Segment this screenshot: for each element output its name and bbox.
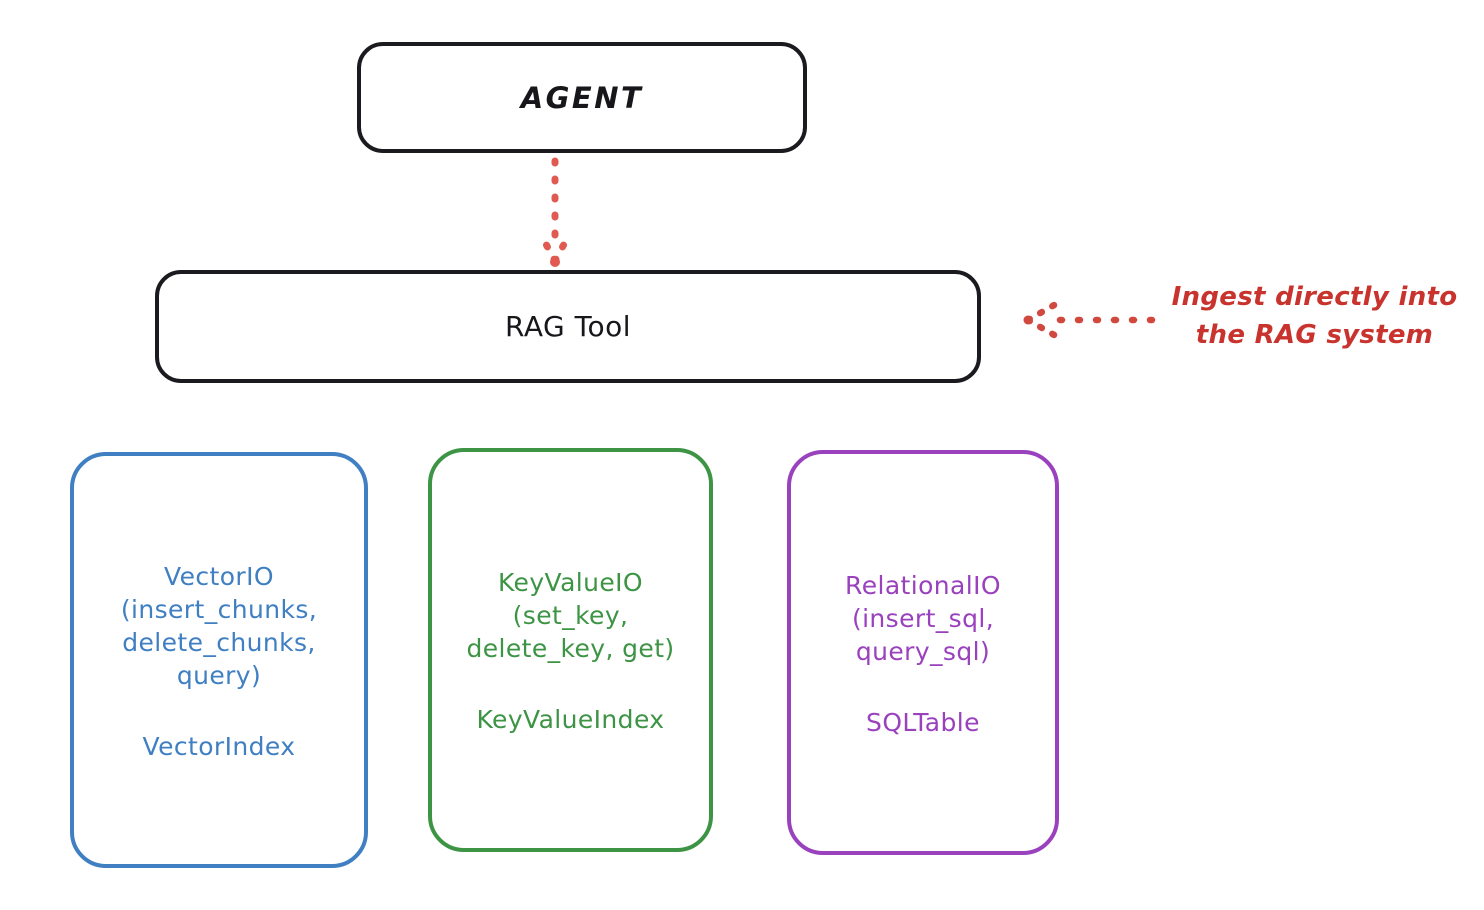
- ingest-annotation-line2: the RAG system: [1195, 320, 1434, 350]
- key-value-index-label: KeyValueIndex: [476, 705, 665, 734]
- vector-io-api-line: VectorIO: [164, 561, 274, 591]
- vector-io-api-line: delete_chunks,: [122, 627, 316, 657]
- agent-node[interactable]: AGENT: [357, 42, 807, 153]
- agent-node-label: AGENT: [520, 80, 644, 115]
- vector-io-api-line: (insert_chunks,: [120, 594, 318, 624]
- rag-tool-node[interactable]: RAG Tool: [155, 270, 981, 383]
- key-value-io-node[interactable]: KeyValueIO (set_key, delete_key, get) Ke…: [428, 448, 713, 852]
- vector-index-label: VectorIndex: [142, 731, 296, 761]
- relational-io-api-line: query_sql): [855, 636, 991, 666]
- vector-io-api-line: query): [176, 660, 262, 690]
- relational-io-api-line: (insert_sql,: [851, 603, 995, 633]
- rag-tool-node-label: RAG Tool: [505, 310, 631, 343]
- vector-io-node[interactable]: VectorIO (insert_chunks, delete_chunks, …: [70, 452, 368, 868]
- ingest-arrow-icon: [1023, 300, 1156, 340]
- agent-to-rag-arrow-icon: [536, 157, 574, 267]
- ingest-annotation-line1: Ingest directly into: [1171, 282, 1458, 312]
- vector-io-api-list: VectorIO (insert_chunks, delete_chunks, …: [121, 560, 317, 692]
- sql-table-label: SQLTable: [866, 707, 980, 737]
- key-value-io-api-line: (set_key,: [512, 601, 629, 630]
- ingest-annotation: Ingest directly into the RAG system: [1022, 278, 1480, 364]
- key-value-io-api-list: KeyValueIO (set_key, delete_key, get): [466, 566, 674, 665]
- relational-io-node[interactable]: RelationalIO (insert_sql, query_sql) SQL…: [787, 450, 1059, 855]
- ingest-annotation-text: Ingest directly into the RAG system: [1149, 278, 1480, 354]
- key-value-io-api-line: KeyValueIO: [497, 568, 644, 597]
- relational-io-api-list: RelationalIO (insert_sql, query_sql): [845, 569, 1001, 668]
- key-value-io-api-line: delete_key, get): [466, 634, 675, 663]
- relational-io-api-line: RelationalIO: [845, 570, 1001, 600]
